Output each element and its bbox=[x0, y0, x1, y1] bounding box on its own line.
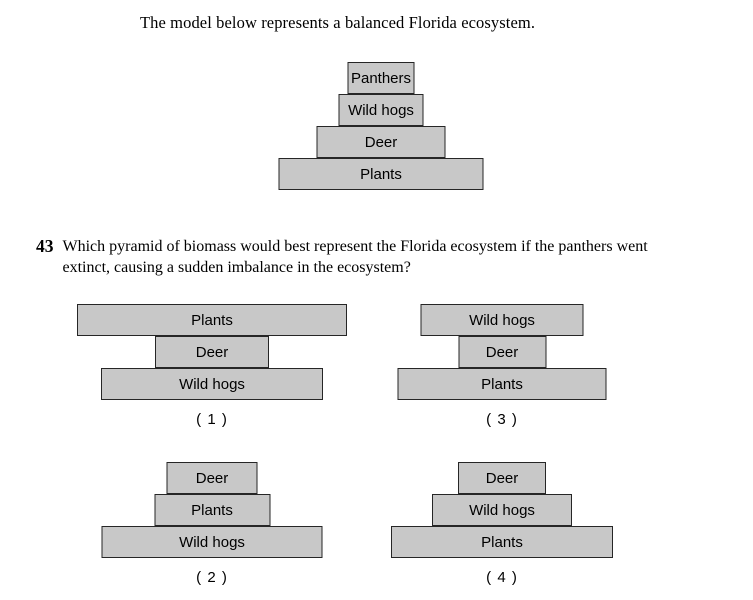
option-2-level-wild-hogs: Wild hogs bbox=[101, 526, 323, 558]
option-3-level-plants: Plants bbox=[397, 368, 607, 400]
option-2-label: ( 2 ) bbox=[196, 569, 228, 586]
option-4-level-wild-hogs: Wild hogs bbox=[432, 494, 572, 526]
option-3-label: ( 3 ) bbox=[486, 411, 518, 428]
option-2-level-deer: Deer bbox=[166, 462, 258, 494]
model-level-deer: Deer bbox=[316, 126, 446, 158]
option-1-level-plants: Plants bbox=[77, 304, 347, 336]
option-1-level-deer: Deer bbox=[155, 336, 269, 368]
question-number: 43 bbox=[36, 236, 54, 256]
option-3-level-wild-hogs: Wild hogs bbox=[420, 304, 584, 336]
answer-option-3: Wild hogs Deer Plants ( 3 ) bbox=[397, 304, 607, 428]
option-1-label: ( 1 ) bbox=[196, 411, 228, 428]
question-text: Which pyramid of biomass would best repr… bbox=[62, 238, 648, 276]
answer-option-2: Deer Plants Wild hogs ( 2 ) bbox=[101, 462, 323, 586]
model-level-panthers: Panthers bbox=[347, 62, 415, 94]
model-level-wild-hogs: Wild hogs bbox=[338, 94, 424, 126]
answer-option-1: Plants Deer Wild hogs ( 1 ) bbox=[77, 304, 347, 428]
model-level-plants: Plants bbox=[278, 158, 484, 190]
option-1-level-wild-hogs: Wild hogs bbox=[101, 368, 323, 400]
model-pyramid: Panthers Wild hogs Deer Plants bbox=[278, 62, 484, 190]
option-2-level-plants: Plants bbox=[154, 494, 270, 526]
option-4-label: ( 4 ) bbox=[486, 569, 518, 586]
option-4-level-plants: Plants bbox=[391, 526, 613, 558]
option-4-level-deer: Deer bbox=[458, 462, 546, 494]
question-block: 43 Which pyramid of biomass would best r… bbox=[36, 236, 695, 278]
option-3-level-deer: Deer bbox=[458, 336, 546, 368]
intro-text: The model below represents a balanced Fl… bbox=[140, 13, 536, 32]
answer-option-4: Deer Wild hogs Plants ( 4 ) bbox=[391, 462, 613, 586]
